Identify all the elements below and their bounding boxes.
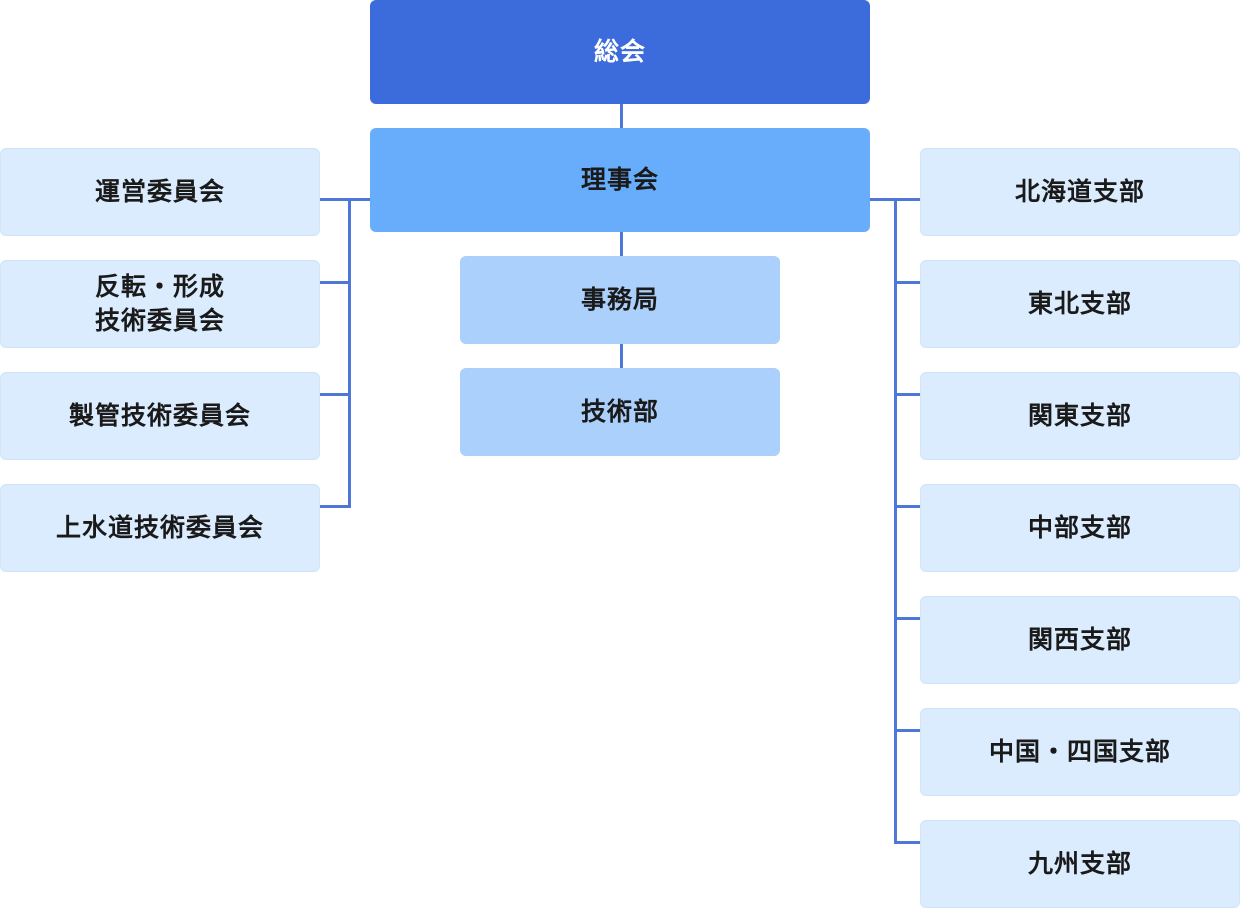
connector-branch-1 (894, 198, 920, 201)
connector-branch-3 (894, 393, 920, 396)
branch-box-kyushu: 九州支部 (920, 820, 1240, 908)
secretariat-label: 事務局 (580, 285, 659, 315)
branch-label: 北海道支部 (1014, 177, 1145, 207)
branch-label: 中部支部 (1027, 513, 1132, 543)
connector-committee-2 (320, 281, 351, 284)
connector-branch-7 (894, 841, 920, 844)
connector-board-office (620, 232, 623, 256)
connector-assembly-board (620, 104, 623, 128)
connector-branch-5 (894, 617, 920, 620)
connector-committee-4 (320, 505, 351, 508)
secretariat-box: 事務局 (460, 256, 780, 344)
connector-office-tech (620, 344, 623, 368)
branch-box-tohoku: 東北支部 (920, 260, 1240, 348)
connector-committee-3 (320, 393, 351, 396)
committee-box-reversal-forming: 反転・形成 技術委員会 (0, 260, 320, 348)
technical-department-box: 技術部 (460, 368, 780, 456)
connector-right-trunk (894, 198, 897, 843)
committee-box-management: 運営委員会 (0, 148, 320, 236)
branch-box-kansai: 関西支部 (920, 596, 1240, 684)
board-label: 理事会 (580, 165, 659, 195)
branch-label: 関東支部 (1027, 401, 1132, 431)
technical-department-label: 技術部 (580, 397, 659, 427)
connector-board-left (348, 198, 370, 201)
branch-box-hokkaido: 北海道支部 (920, 148, 1240, 236)
branch-label: 九州支部 (1027, 849, 1132, 879)
general-assembly-label: 総会 (593, 37, 646, 67)
connector-branch-4 (894, 505, 920, 508)
board-box: 理事会 (370, 128, 870, 232)
committee-box-water-supply: 上水道技術委員会 (0, 484, 320, 572)
branch-label: 中国・四国支部 (988, 737, 1171, 767)
connector-left-trunk (348, 198, 351, 508)
connector-committee-1 (320, 198, 351, 201)
connector-branch-2 (894, 281, 920, 284)
branch-label: 関西支部 (1027, 625, 1132, 655)
branch-box-chubu: 中部支部 (920, 484, 1240, 572)
branch-box-kanto: 関東支部 (920, 372, 1240, 460)
connector-board-right (870, 198, 897, 201)
committee-label: 製管技術委員会 (68, 401, 251, 431)
committee-label: 運営委員会 (94, 177, 225, 207)
general-assembly-box: 総会 (370, 0, 870, 104)
committee-box-pipe-making: 製管技術委員会 (0, 372, 320, 460)
committee-label: 反転・形成 技術委員会 (94, 272, 225, 335)
committee-label: 上水道技術委員会 (55, 513, 264, 543)
branch-box-chugoku-shikoku: 中国・四国支部 (920, 708, 1240, 796)
connector-branch-6 (894, 729, 920, 732)
branch-label: 東北支部 (1027, 289, 1132, 319)
